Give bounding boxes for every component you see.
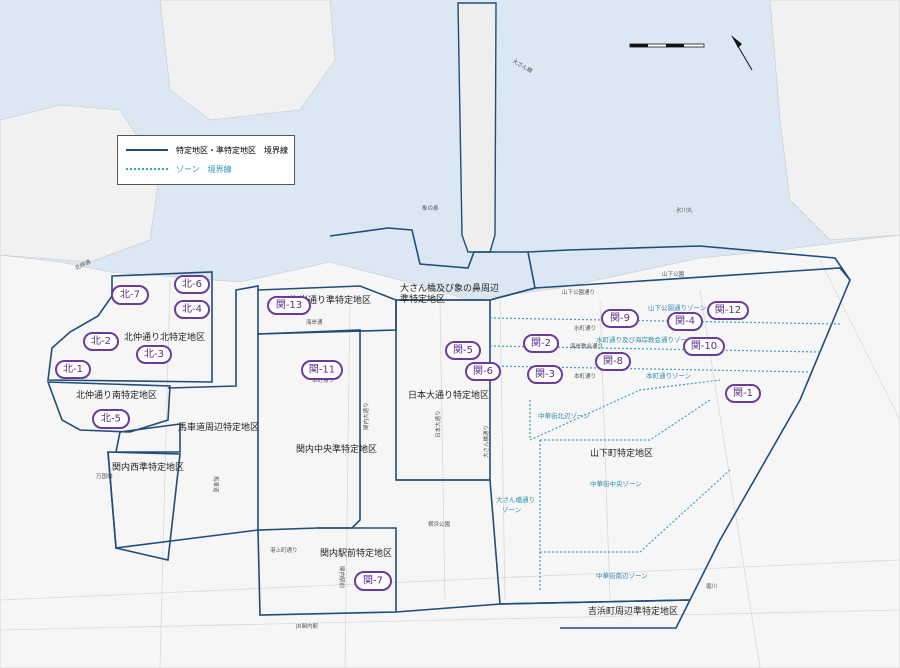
street-yamashita-park-dori: 山下公園通り: [562, 288, 595, 296]
street-grid: [0, 259, 900, 668]
badge-kan-11: 関-11: [301, 360, 343, 380]
district-bashamichi: 馬車道周辺特定地区: [178, 421, 259, 433]
svg-text:北-5: 北-5: [101, 413, 121, 425]
svg-text:北-2: 北-2: [91, 335, 111, 347]
zone-yamashita-park-street: 山下公園通りゾーン: [648, 303, 706, 312]
scale-bar: [629, 43, 705, 48]
district-kannai-west: 関内西準特定地区: [112, 461, 184, 473]
place-yokohama-park: 横浜公園: [428, 520, 451, 528]
district-kitanaka-south: 北仲通り南特定地区: [76, 389, 157, 401]
badge-kan-13: 関-13: [267, 296, 311, 315]
svg-text:関-7: 関-7: [363, 575, 383, 587]
district-boundaries: [46, 227, 851, 629]
zone-mizumachi-kaigan: 水町通り及び海岸教会通りゾーン: [596, 335, 693, 344]
land-north-pier: [159, 0, 336, 121]
badge-kita-7: 北-7: [111, 285, 149, 305]
badge-kan-2: 関-2: [523, 334, 559, 353]
legend-zone-row: ゾーン 境界線: [126, 163, 232, 175]
badge-kita-1: 北-1: [55, 360, 91, 379]
land-east-bay: [769, 0, 900, 241]
street-bashamichi: 馬車道: [212, 476, 220, 493]
district-osanbashi-line2: 準特定地区: [400, 293, 445, 305]
svg-text:北-7: 北-7: [120, 289, 140, 301]
svg-text:関-12: 関-12: [715, 304, 741, 316]
legend-boundary-row: 特定地区・準特定地区 境界線: [126, 144, 288, 156]
badge-kan-12: 関-12: [707, 301, 749, 320]
badge-kita-5: 北-5: [92, 409, 130, 429]
dotted-line-icon: [126, 168, 168, 170]
district-osanbashi-line1: 大さん橋及び象の鼻周辺: [400, 282, 499, 294]
svg-text:関-2: 関-2: [531, 337, 551, 349]
svg-text:関-8: 関-8: [603, 355, 623, 367]
badge-kan-6: 関-6: [465, 362, 501, 381]
badge-kan-5: 関-5: [445, 341, 481, 360]
map-legend: 特定地区・準特定地区 境界線 ゾーン 境界線: [117, 135, 295, 185]
street-minato-kamicho: 港上町通り: [270, 546, 298, 554]
svg-text:関-10: 関-10: [691, 340, 717, 352]
district-kannai-central: 関内中央準特定地区: [296, 443, 377, 455]
street-kaigan: 海岸通: [306, 318, 323, 326]
svg-text:関-13: 関-13: [276, 299, 302, 311]
zone-honcho: 本町通りゾーン: [646, 371, 691, 380]
badge-kan-10: 関-10: [683, 337, 725, 356]
zone-osanbashi-street-line1: 大さん橋通り: [496, 495, 535, 504]
svg-text:関-9: 関-9: [610, 312, 630, 324]
place-jr-kannai: JR関内駅: [295, 622, 318, 630]
street-kaigan-kyokai: 海岸教会通り: [570, 342, 603, 350]
svg-text:北-4: 北-4: [182, 303, 202, 315]
zone-chinatown-north: 中華街北辺ゾーン: [538, 411, 590, 420]
street-honcho-east: 本町通り: [574, 372, 596, 380]
street-kannai-odori: 関内大通り: [362, 402, 370, 430]
street-kannai-station: 関内駅前: [338, 566, 346, 589]
badge-kan-7: 関-7: [354, 571, 392, 591]
district-yamashita: 山下町特定地区: [590, 447, 653, 459]
badge-kita-2: 北-2: [83, 332, 119, 351]
badge-kan-4: 関-4: [667, 312, 703, 331]
north-arrow-icon: [731, 35, 753, 71]
place-zounohana: 象の鼻: [422, 204, 439, 212]
zone-boundaries: [489, 317, 841, 590]
zone-osanbashi-street-line2: ゾーン: [502, 506, 521, 514]
badge-kan-3: 関-3: [527, 365, 563, 384]
street-osanbashi-dori: 大さん橋通り: [482, 425, 490, 458]
svg-text:関-4: 関-4: [675, 315, 695, 327]
svg-text:北-6: 北-6: [182, 278, 202, 290]
svg-text:関-1: 関-1: [733, 387, 753, 399]
street-mizumachi: 水町通り: [574, 324, 596, 332]
svg-text:関-6: 関-6: [473, 365, 493, 377]
badge-kan-1: 関-1: [725, 384, 761, 403]
badge-kita-4: 北-4: [174, 300, 210, 319]
osanbashi-pier: [457, 2, 497, 253]
legend-boundary-label: 特定地区・準特定地区 境界線: [176, 145, 288, 155]
place-hikawamaru: 氷川丸: [676, 206, 693, 214]
district-nihon-odori: 日本大通り特定地区: [408, 389, 489, 401]
svg-text:北-1: 北-1: [63, 363, 83, 375]
district-kannai-station: 関内駅前特定地区: [320, 547, 392, 559]
place-horikawa: 堀川: [706, 582, 717, 590]
zone-chinatown-south: 中華街南辺ゾーン: [596, 571, 648, 580]
district-yoshihamacho: 吉浜町周辺準特定地区: [588, 605, 678, 617]
street-nihon-odori: 日本大通り: [434, 410, 442, 438]
place-bankoku-bridge: 万国橋: [96, 472, 113, 480]
svg-text:関-3: 関-3: [535, 368, 555, 380]
district-kitanaka-north: 北仲通り北特定地区: [124, 331, 205, 343]
badge-kan-8: 関-8: [595, 352, 631, 371]
badge-kita-6: 北-6: [174, 275, 210, 294]
badge-kan-9: 関-9: [601, 309, 639, 328]
place-yamashita-park: 山下公園: [662, 270, 685, 278]
svg-text:関-11: 関-11: [309, 364, 335, 376]
solid-line-icon: [126, 149, 168, 151]
svg-text:北-3: 北-3: [144, 348, 164, 360]
badge-kita-3: 北-3: [136, 345, 172, 364]
svg-text:関-5: 関-5: [453, 344, 473, 356]
legend-zone-label: ゾーン 境界線: [176, 164, 232, 174]
zone-chinatown-central: 中華街中央ゾーン: [590, 479, 642, 488]
